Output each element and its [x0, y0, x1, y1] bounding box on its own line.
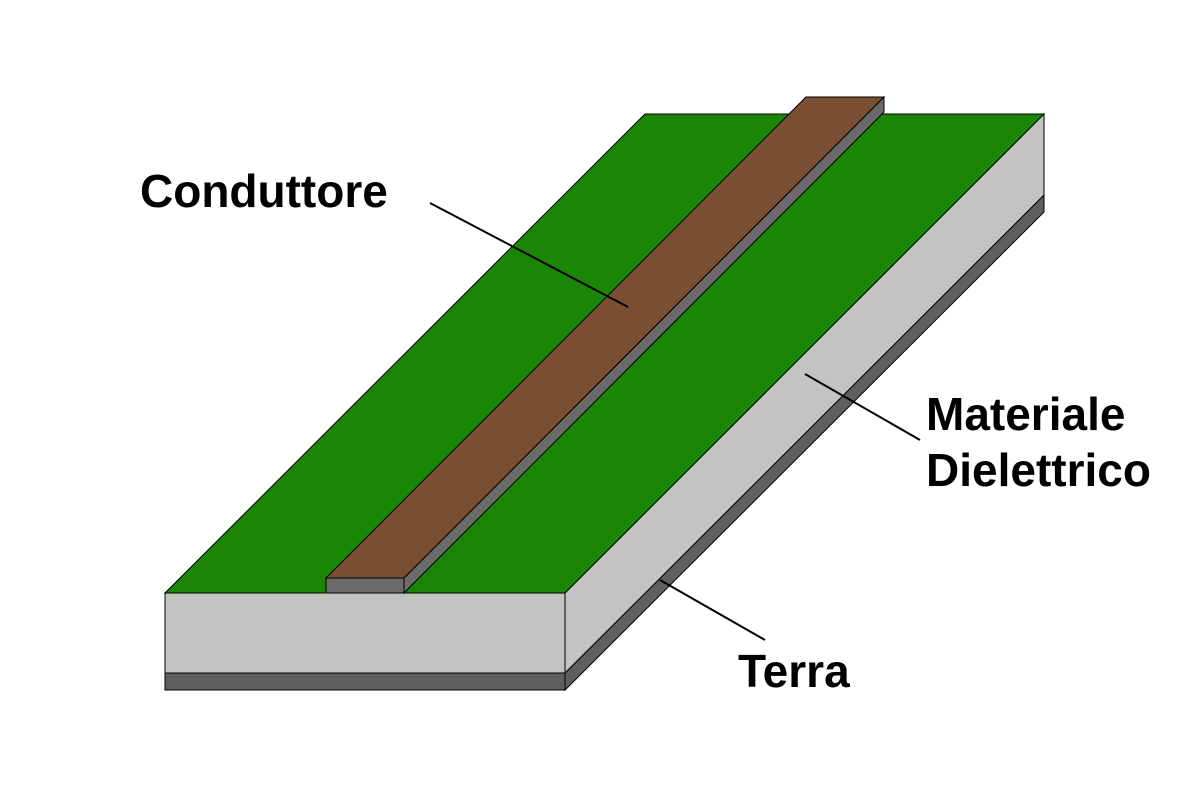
- ground-label: Terra: [738, 645, 850, 697]
- ground-leader-line: [659, 579, 766, 641]
- conductor-strip-top: [324, 96, 886, 579]
- dielectric-label-line1: Materiale: [926, 388, 1125, 440]
- dielectric-leader-line: [804, 373, 921, 441]
- dielectric-front-face: [164, 592, 566, 674]
- conductor-leader-line: [429, 202, 629, 308]
- conductor-label: Conduttore: [140, 165, 388, 217]
- dielectric-label-line2: Dielettrico: [926, 444, 1151, 496]
- ground-plane-front: [164, 672, 566, 691]
- conductor-strip-front-face: [325, 577, 405, 594]
